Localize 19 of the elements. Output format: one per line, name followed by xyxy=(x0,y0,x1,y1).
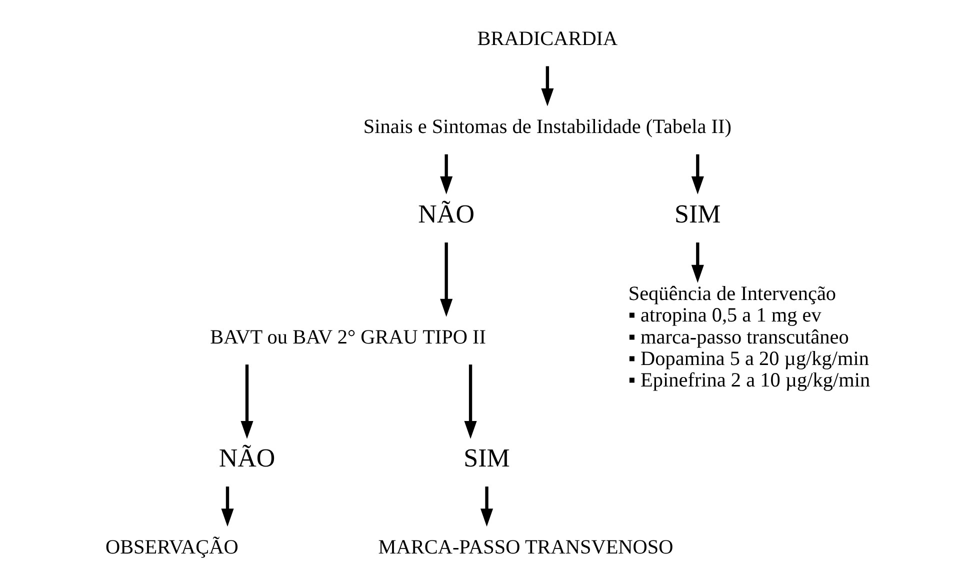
arrow xyxy=(440,154,452,194)
arrow xyxy=(440,242,452,317)
node-text: SIM xyxy=(674,199,720,228)
node-text: NÃO xyxy=(218,443,275,472)
arrow xyxy=(690,242,704,283)
arrow xyxy=(690,154,704,194)
arrow xyxy=(464,364,476,439)
node-text: SIM xyxy=(463,443,510,472)
node-text: OBSERVAÇÃO xyxy=(104,536,238,559)
arrow xyxy=(480,486,493,527)
node-text: NÃO xyxy=(418,199,474,228)
arrow xyxy=(240,364,253,439)
node-text: BRADICARDIA xyxy=(476,28,618,50)
node-text: Seqüência de Intervenção ▪ atropina 0,5 a 1 mg ev ▪ marca-passo transcutâneo ▪ Dopamina 5 a 20 µg/kg/min ▪ Epinefrina 2 a 10 µg/kg/min xyxy=(628,283,870,392)
node-text: MARCA-PASSO TRANSVENOSO xyxy=(378,536,673,559)
node-text: Sinais e Sintomas de Instabilidade (Tabela II) xyxy=(362,116,731,138)
arrow xyxy=(540,66,554,106)
arrow xyxy=(220,486,234,527)
node-text: BAVT ou BAV 2° GRAU TIPO II xyxy=(210,326,486,348)
